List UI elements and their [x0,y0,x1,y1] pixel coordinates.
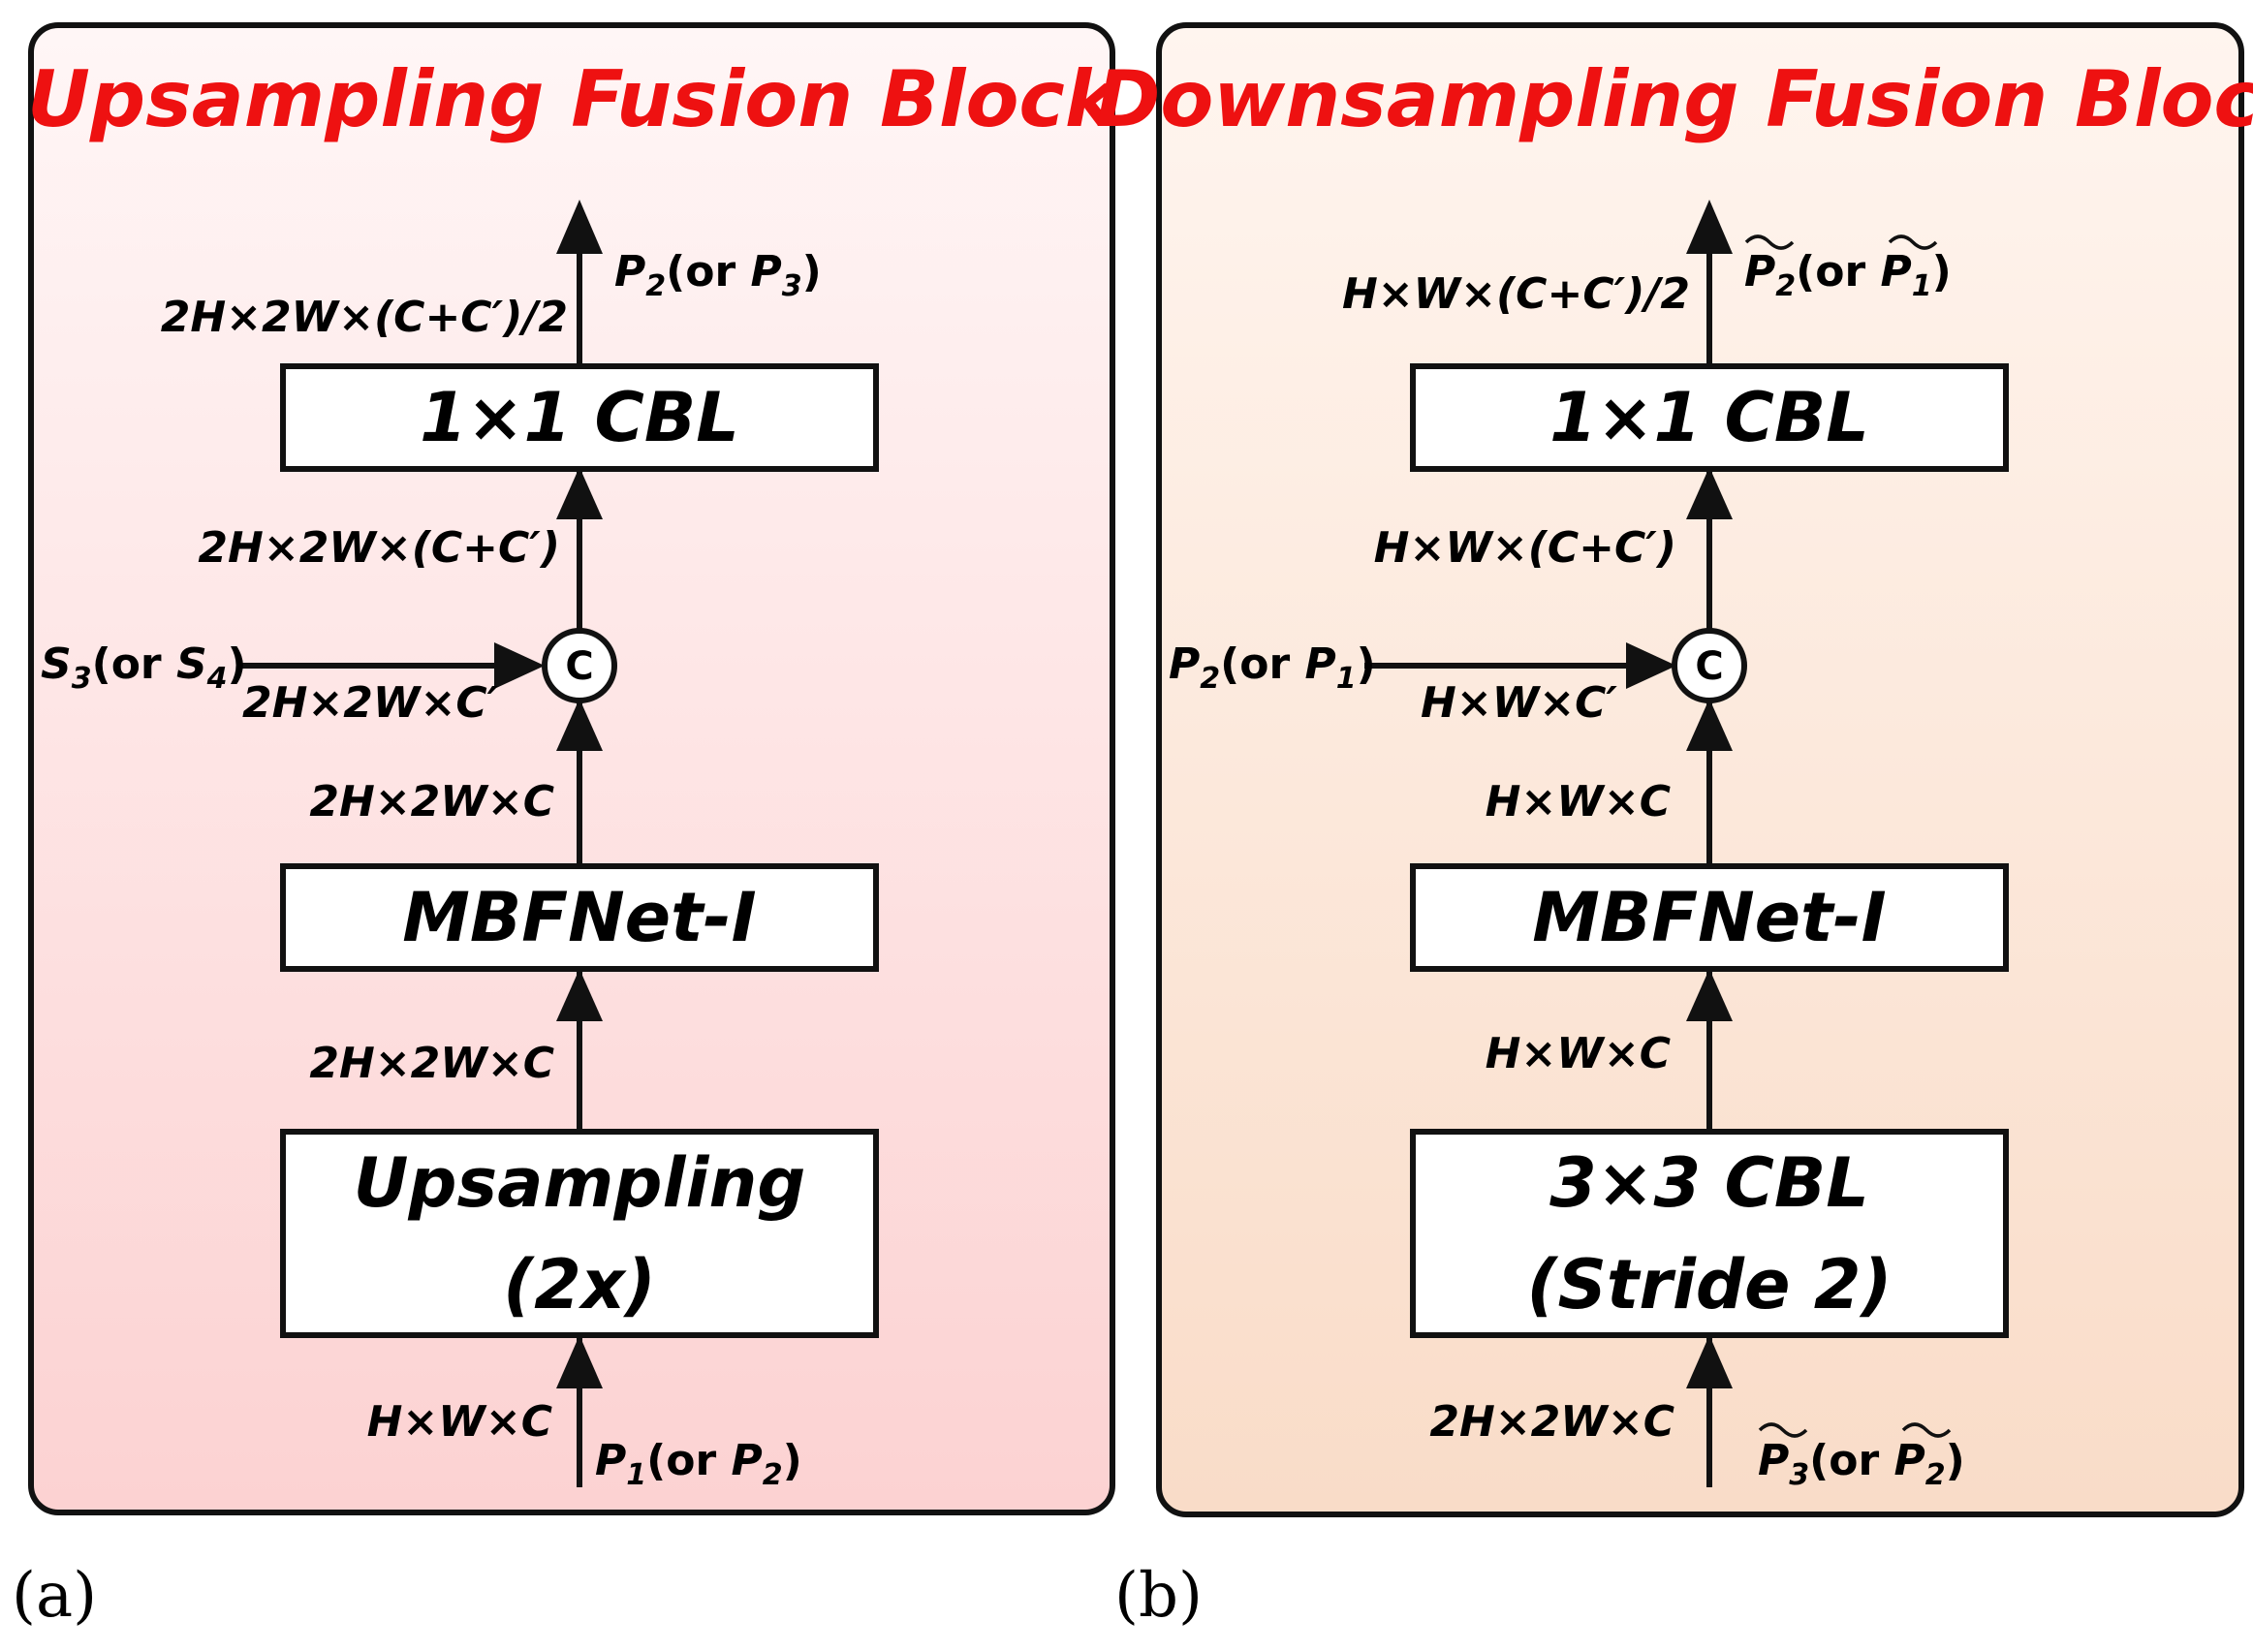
panel-b-arrow-top [1686,200,1733,254]
panel-a-dim-after-up: 2H×2W×C [309,1039,554,1088]
panel-a-arrow-into-concat [556,699,603,751]
panel-a-cbl-label: 1×1 CBL [420,378,739,457]
panel-b-downsampling: Downsampling Fusion Block 1×1 CBL MBFNet… [1096,22,2253,1632]
panel-b-concat-symbol: C [1695,644,1723,689]
tilde-mark [1744,234,1795,250]
panel-b-dim-after-down: H×W×C [1486,1029,1671,1078]
panel-b-arrow-into-down [1686,1335,1733,1388]
panel-b-down-box [1410,1129,2009,1338]
panel-a-upsampling: Upsampling Fusion Block 1×1 CBL MBFNet-I… [12,22,1121,1632]
svg-text:P2(or P1): P2(or P1) [1744,247,1952,303]
tilde-mark [1758,1422,1808,1438]
panel-b-side-arrow [1626,642,1676,689]
panel-a-dim-output: 2H×2W×(C+C′)/2 [161,293,568,342]
panel-b-dim-output: H×W×(C+C′)/2 [1342,269,1690,319]
panel-b-down-label-2: (Stride 2) [1526,1245,1892,1325]
panel-a-side-label: S3(or S4) [41,639,247,696]
panel-b-arrow-into-concat [1686,699,1733,751]
panel-a-dim-after-concat: 2H×2W×(C+C′) [198,523,560,573]
panel-b-tag: (b) [1114,1560,1203,1632]
panel-b-dim-input: 2H×2W×C [1429,1397,1674,1447]
panel-b-dim-after-concat: H×W×(C+C′) [1374,523,1676,573]
panel-a-arrow-into-mbf [556,969,603,1021]
panel-a-concat-symbol: C [565,644,593,689]
panel-b-side-label: P2(or P1) [1169,639,1376,696]
panel-b-output-label: P2(or P1) [1744,234,1952,303]
panel-a-title: Upsampling Fusion Block [27,54,1121,144]
panel-a-cbl-box [280,363,879,472]
panel-a-dim-side: 2H×2W×C′ [242,678,499,728]
panel-b-arrow-into-mbf [1686,969,1733,1021]
panel-a-side-arrow [494,642,545,689]
tilde-mark [1901,1422,1952,1438]
panel-a-concat-node [542,628,617,703]
panel-b-arrow-into-cbl [1686,467,1733,519]
panel-a-arrow-into-up [556,1335,603,1388]
panel-b-input-label: P3(or P2) [1758,1422,1965,1492]
panel-a-arrow-into-cbl [556,467,603,519]
panel-a-arrow-top [556,200,603,254]
panel-a-dim-input: H×W×C [367,1397,552,1447]
panel-b-dim-after-mbf: H×W×C [1486,777,1671,826]
panel-b-dim-side: H×W×C′ [1421,678,1617,728]
panel-b-mbf-box [1410,863,2009,972]
panel-b-cbl-box [1410,363,2009,472]
panel-a-mbf-label: MBFNet-I [402,878,756,957]
panel-b-mbf-label: MBFNet-I [1532,878,1886,957]
panel-b-title: Downsampling Fusion Block [1096,54,2253,144]
panel-b-concat-node [1672,628,1747,703]
panel-a-input-label: P1(or P2) [595,1436,802,1492]
panel-a-upsampling-label-1: Upsampling [354,1143,806,1223]
panel-a-mbf-box [280,863,879,972]
panel-a-output-label: P2(or P3) [614,247,822,303]
svg-text:P3(or P2): P3(or P2) [1758,1436,1965,1492]
panel-a-upsampling-box [280,1129,879,1338]
tilde-mark [1888,234,1938,250]
panel-a-tag: (a) [12,1560,97,1632]
panel-a-dim-after-mbf: 2H×2W×C [309,777,554,826]
panel-b-down-label-1: 3×3 CBL [1549,1143,1869,1223]
panel-a-upsampling-label-2: (2x) [503,1245,656,1325]
panel-b-cbl-label: 1×1 CBL [1549,378,1869,457]
